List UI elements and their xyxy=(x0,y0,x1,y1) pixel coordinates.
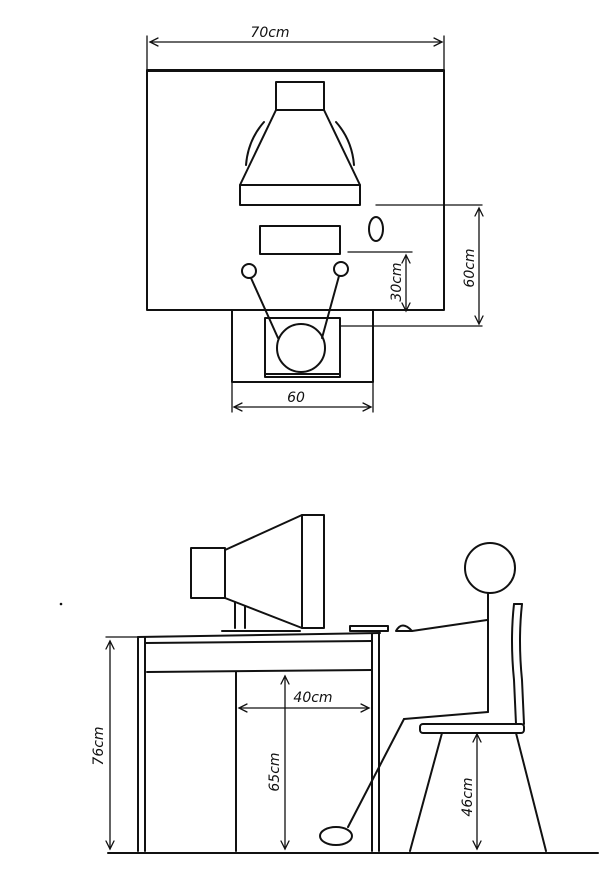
depth-dimension: 60cm xyxy=(339,204,484,327)
reach-dimension: 30cm xyxy=(347,251,413,313)
chair-side-view xyxy=(409,603,547,852)
stray-dot xyxy=(59,602,63,606)
monitor-side-view xyxy=(190,514,325,632)
legroom-height-dimension: 65cm xyxy=(267,674,290,851)
desk-height-label: 76cm xyxy=(91,726,107,765)
desk-height-dimension: 76cm xyxy=(91,636,139,851)
side-view: 76cm 40cm 65cm xyxy=(91,514,599,854)
desk-side-view xyxy=(107,632,599,854)
keyboard-side-view xyxy=(349,625,389,632)
operator-top-view xyxy=(241,261,349,373)
depth-label: 60cm xyxy=(462,248,478,287)
chair-width-label: 60 xyxy=(287,390,305,406)
reach-label: 30cm xyxy=(389,262,405,301)
mouse-top-view xyxy=(368,216,384,242)
legroom-width-dimension: 40cm xyxy=(237,690,371,713)
legroom-height-label: 65cm xyxy=(267,752,283,791)
width-label: 70cm xyxy=(250,25,289,41)
width-dimension: 70cm xyxy=(146,25,445,71)
keyboard-top-view xyxy=(259,225,341,255)
operator-side-view xyxy=(319,542,516,846)
legroom-width-label: 40cm xyxy=(293,690,332,706)
seat-height-label: 46cm xyxy=(460,777,476,816)
mouse-side-view xyxy=(395,624,413,632)
seat-height-dimension: 46cm xyxy=(460,732,482,851)
top-view: 70cm xyxy=(146,25,484,413)
chair-width-dimension: 60 xyxy=(231,381,374,413)
monitor-top-view xyxy=(239,81,361,206)
chair-top-view xyxy=(231,309,374,383)
